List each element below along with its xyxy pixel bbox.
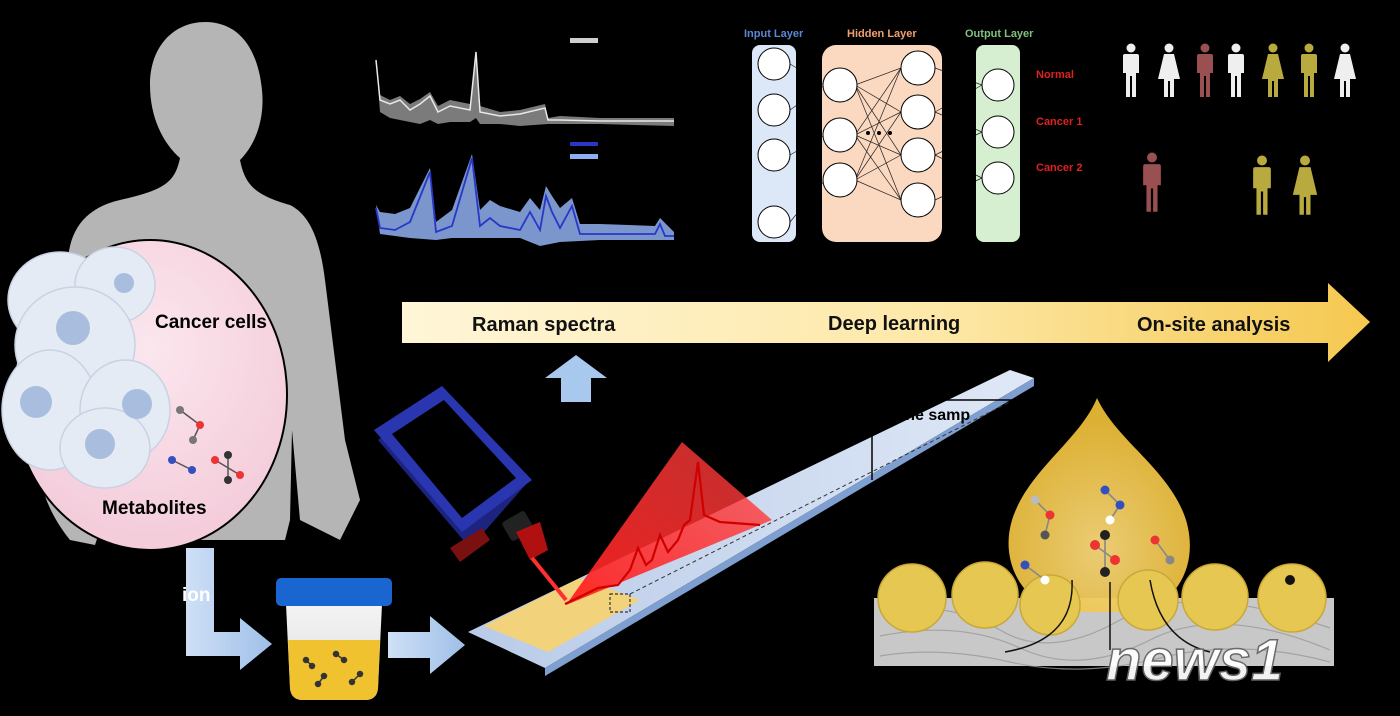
person-icon [1292, 155, 1318, 215]
metabolites-label: Metabolites [102, 498, 207, 519]
stage-deep-learning: Deep learning [828, 313, 960, 335]
classified-people [1123, 43, 1356, 215]
spectrum-normal-line [375, 51, 674, 122]
laser-scatter-cone [566, 442, 772, 605]
nn-output-node [981, 161, 1015, 195]
metabolite-molecules-small [168, 406, 244, 484]
ellipsis-dots [866, 131, 892, 135]
person-icon [1143, 152, 1161, 212]
gold-nanoparticle [1181, 563, 1249, 631]
gold-nanoparticle [1117, 569, 1179, 631]
nn-input-node [757, 47, 791, 81]
news1-watermark: news1 [1105, 627, 1284, 694]
watermark-text: news1 [1106, 628, 1283, 693]
person-icon [1228, 43, 1244, 97]
class-cancer1-label: Cancer 1 [1036, 116, 1082, 128]
class-cancer2-label: Cancer 2 [1036, 162, 1082, 174]
nn-hidden-node [900, 94, 936, 130]
nn-hidden-node [900, 50, 936, 86]
gold-nanoparticle [951, 561, 1019, 629]
person-icon [1197, 43, 1213, 97]
nn-hidden-layer-label: Hidden Layer [847, 28, 917, 40]
stage-raman-spectra: Raman spectra [472, 314, 616, 336]
raman-spectra-panel [375, 38, 674, 246]
legend-swatch-blue-dark [570, 142, 598, 146]
nn-output-node [981, 115, 1015, 149]
up-arrow [545, 355, 607, 402]
person-icon [1334, 43, 1356, 97]
nn-output-layer-label: Output Layer [965, 28, 1034, 40]
raman-probe-device [374, 386, 568, 602]
urine-sample-jar [276, 578, 392, 700]
spectrum-cancer-line [375, 157, 674, 237]
collection-label-fragment: ion [182, 585, 211, 606]
person-icon [1262, 43, 1284, 97]
gold-nanoparticle [1257, 563, 1327, 633]
nn-hidden-node [822, 117, 858, 153]
spectrum-cancer-band [376, 154, 674, 246]
nn-hidden-node [900, 182, 936, 218]
urine-collection-flow-arrow [186, 548, 272, 670]
legend-swatch-gray [570, 38, 598, 43]
nn-input-node [757, 205, 791, 239]
gold-nanoparticle [877, 563, 947, 633]
person-icon [1158, 43, 1180, 97]
person-icon [1253, 155, 1271, 215]
cancer-cells-label: Cancer cells [155, 312, 267, 333]
stage-on-site-analysis: On-site analysis [1137, 314, 1290, 336]
nn-hidden-node [822, 162, 858, 198]
urine-sample-label: Urine samp [883, 407, 970, 424]
nn-input-node [757, 138, 791, 172]
nn-input-node [757, 93, 791, 127]
raman-signal-trace [564, 461, 761, 605]
urine-droplet [1008, 398, 1190, 612]
cell-zoom-circle [1, 239, 288, 551]
person-icon [1301, 43, 1317, 97]
nn-hidden-node [900, 137, 936, 173]
person-icon [1123, 43, 1139, 97]
neural-network-diagram: Input Layer Hidden Layer Output Layer [744, 28, 1082, 242]
process-arrow [402, 283, 1370, 362]
legend-swatch-blue-light [570, 154, 598, 159]
jar-to-strip-arrow [388, 616, 465, 674]
nn-hidden-node [822, 67, 858, 103]
spectrum-normal-band [376, 50, 674, 126]
sers-droplet [874, 398, 1334, 670]
nn-output-node [981, 68, 1015, 102]
nn-input-layer-label: Input Layer [744, 28, 804, 40]
class-normal-label: Normal [1036, 69, 1074, 81]
gold-nanoparticle [1019, 574, 1081, 636]
metabolite-molecules-droplet [1020, 485, 1175, 585]
